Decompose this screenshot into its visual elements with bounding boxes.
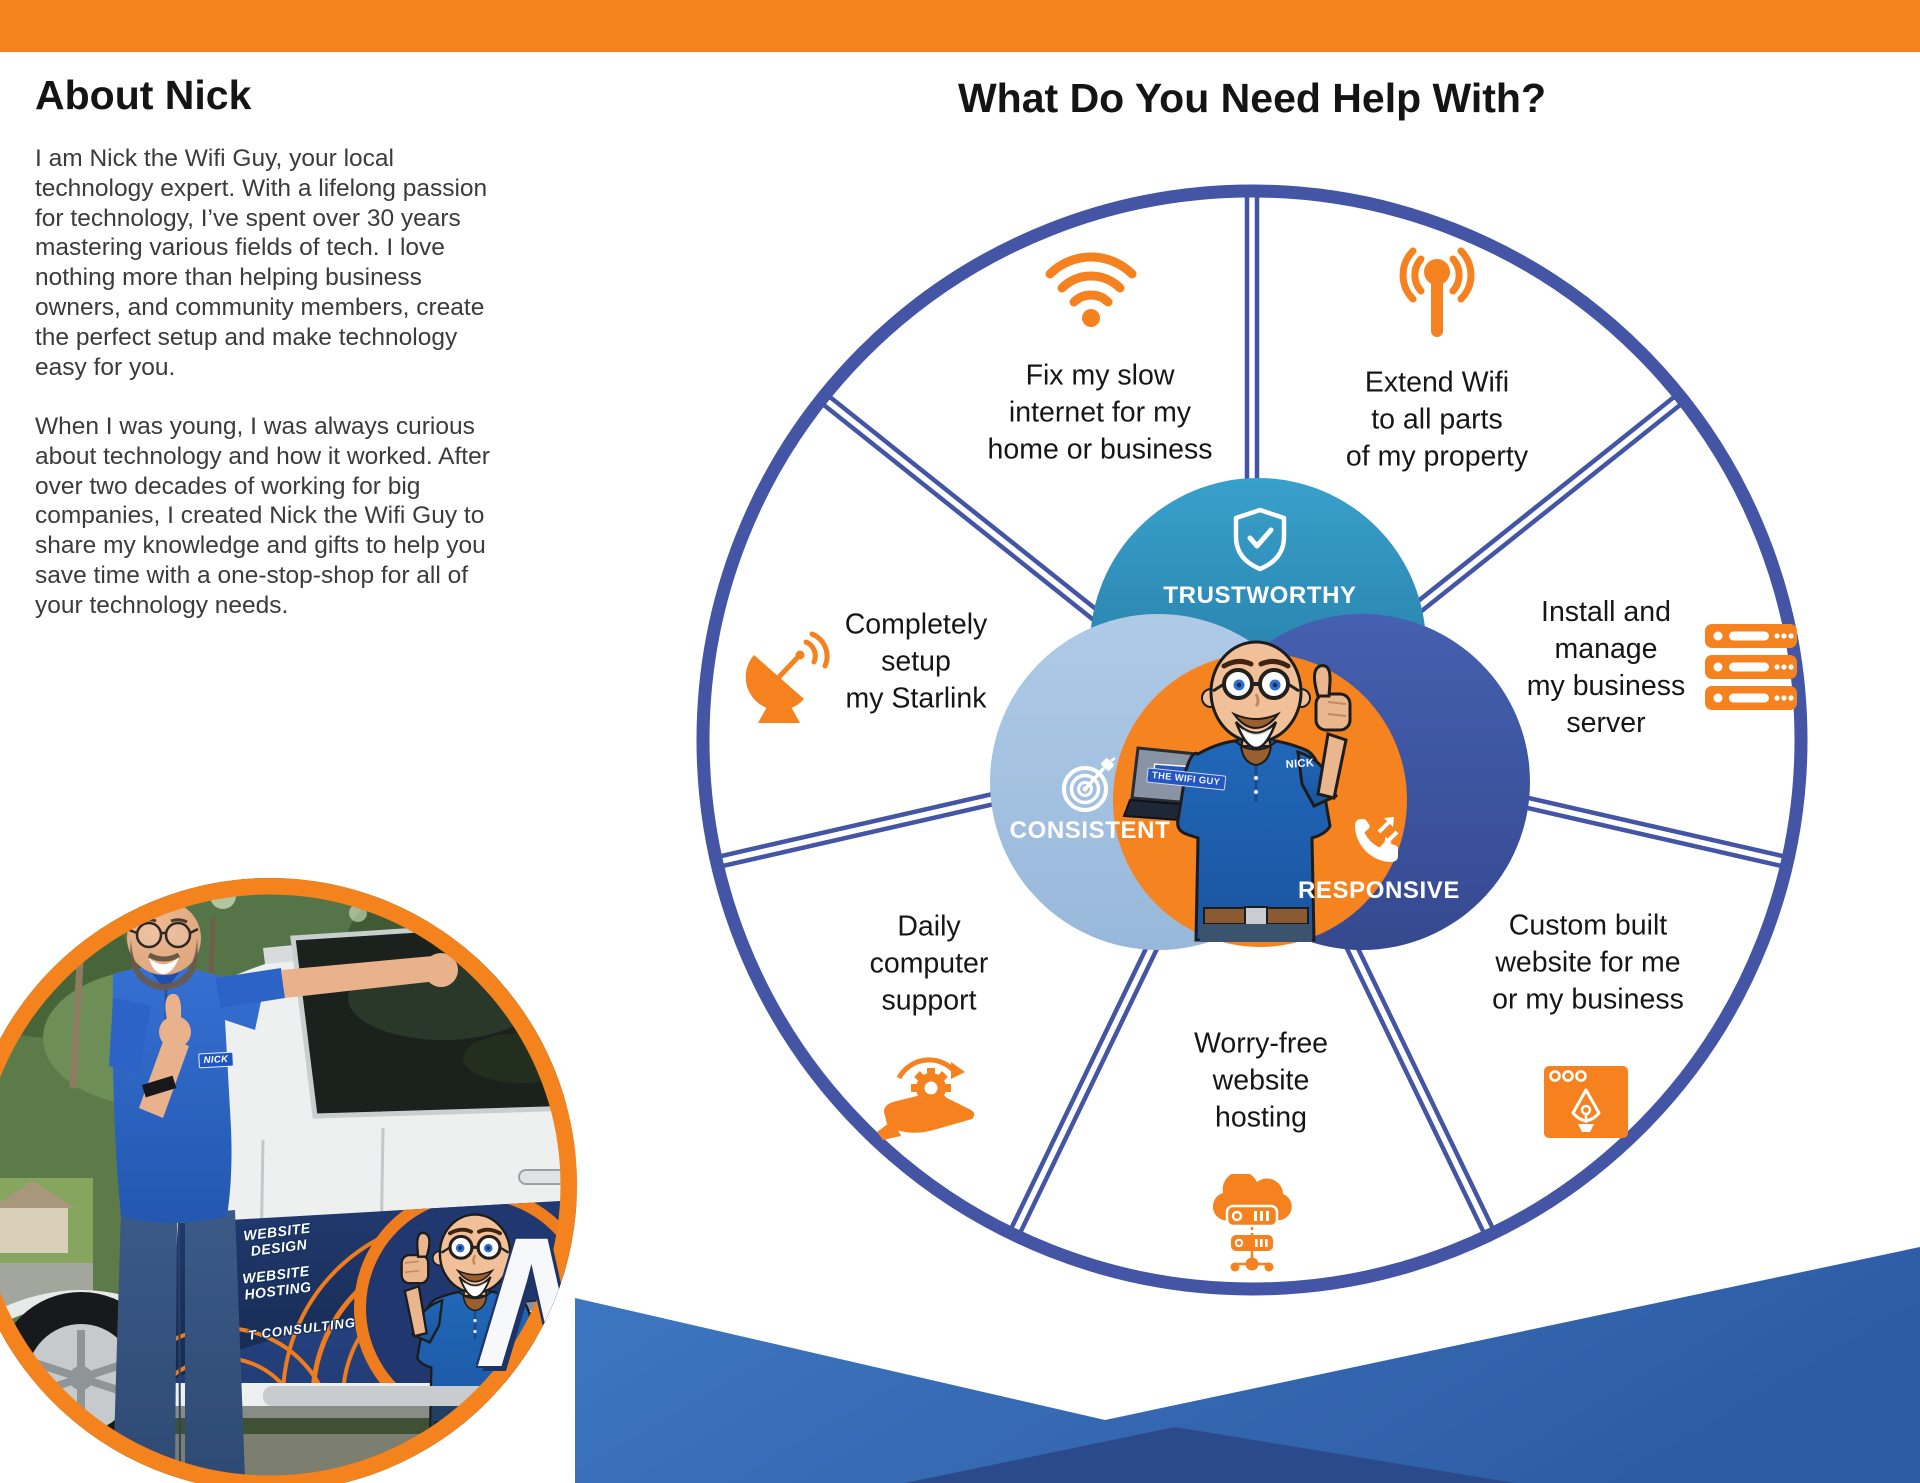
shirt-logo: NICK: [198, 1051, 234, 1069]
about-paragraph-1: I am Nick the Wifi Guy, your local techn…: [35, 145, 488, 381]
segment-label-business-server: Install and manage my business server: [1526, 596, 1686, 739]
mascot-shirt-label: NICK: [1285, 757, 1315, 771]
consistent-label: CONSISTENT: [1009, 817, 1171, 844]
nick-person: [109, 901, 458, 1478]
phone-callback-icon: [1355, 817, 1399, 862]
segment-label-custom-website: Custom built website for me or my busine…: [1492, 909, 1684, 1016]
nick-photo-scene: [0, 878, 577, 1483]
nick-photo-circle: NICK WEBSITE DESIGN WEBSITE HOSTING T CO…: [0, 878, 577, 1483]
trustworthy-label: TRUSTWORTHY: [1163, 582, 1357, 609]
website-pen-icon: [1544, 1066, 1628, 1138]
photo-orange-ring: [0, 878, 577, 1483]
server-rack-icon: [1705, 624, 1797, 710]
antenna-icon: [1399, 247, 1475, 337]
segment-label-extend-wifi: Extend Wifi to all parts of my property: [1345, 366, 1529, 473]
bottom-dark-triangle: [905, 1427, 1515, 1483]
responsive-label: RESPONSIVE: [1297, 877, 1461, 904]
segment-label-starlink-setup: Completely setup my Starlink: [844, 608, 988, 715]
segment-label-website-hosting: Worry-free website hosting: [1193, 1027, 1329, 1134]
about-paragraph-2: When I was young, I was always curious a…: [35, 413, 490, 619]
shield-check-icon: [1233, 507, 1287, 572]
bottom-blue-band: [575, 1247, 1920, 1483]
satellite-dish-icon: [745, 631, 830, 723]
target-dart-icon: [1062, 757, 1116, 812]
wifi-icon: [1045, 252, 1137, 327]
hand-gear-icon: [877, 1057, 975, 1140]
segment-label-fix-internet: Fix my slow internet for my home or busi…: [987, 359, 1213, 466]
about-title: About Nick: [35, 72, 252, 118]
diagram-title: What Do You Need Help With?: [957, 75, 1547, 121]
cloud-hosting-icon: [1212, 1174, 1292, 1272]
top-accent-bar: [0, 0, 1920, 52]
segment-label-computer-support: Daily computer support: [869, 910, 989, 1017]
